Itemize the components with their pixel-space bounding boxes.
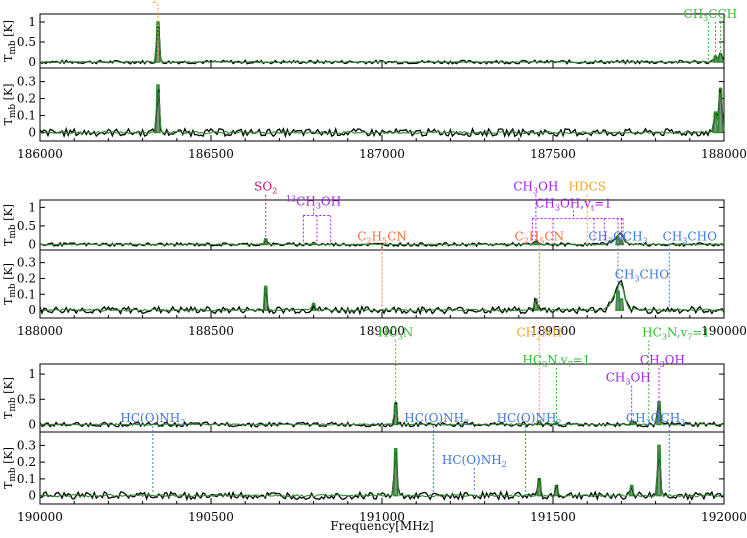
species-label: CH3OH <box>606 371 651 387</box>
species-label: HC(O)NH2 <box>442 453 507 469</box>
species-label: HC3N,v7=1 <box>642 325 710 341</box>
species-label: HC(O)NH2 <box>497 411 562 427</box>
x-tick-label: 188000 <box>701 147 747 161</box>
y-tick-label: 0.3 <box>17 438 36 452</box>
observed-spectrum <box>39 89 725 139</box>
y-tick-label: 1 <box>28 367 36 381</box>
x-tick-label: 191000 <box>359 510 405 524</box>
species-label: C2H5CN <box>357 230 407 246</box>
species-label: HC(O)NH2 <box>404 411 469 427</box>
y-tick-label: 0 <box>28 489 36 503</box>
model-spectrum <box>39 28 725 64</box>
species-label: C2H5CN <box>515 230 565 246</box>
y-tick-label: 0 <box>28 237 36 251</box>
x-tick-label: 189000 <box>359 324 405 338</box>
y-tick-label: 0.3 <box>17 75 36 89</box>
x-tick-label: 190500 <box>188 510 234 524</box>
species-label: CH3OCH3 <box>626 411 685 427</box>
x-tick-label: 191500 <box>530 510 576 524</box>
x-axis-label: Frequency[MHz] <box>330 519 433 533</box>
y-axis-label: Tmb [K] <box>2 447 18 489</box>
x-tick-label: 190000 <box>17 510 63 524</box>
x-tick-label: 189500 <box>530 324 576 338</box>
y-axis-label: Tmb [K] <box>2 263 18 305</box>
y-tick-label: 0.5 <box>17 392 36 406</box>
model-spectrum <box>39 450 725 498</box>
model-spectrum <box>39 282 725 312</box>
y-tick-label: 1 <box>28 15 36 29</box>
species-label: 13CH3OH <box>286 195 341 211</box>
species-label: HC3N <box>378 325 413 341</box>
y-tick-label: 0.5 <box>17 219 36 233</box>
species-label: CH3OH <box>640 353 685 369</box>
y-axis-label: Tmb [K] <box>2 204 18 246</box>
species-label: CH3OH <box>513 180 558 196</box>
model-spectrum <box>39 91 725 135</box>
species-label: N2H+ <box>142 0 175 5</box>
species-label: HC3N,v7=1 <box>522 353 590 369</box>
x-tick-label: 188500 <box>188 324 234 338</box>
y-tick-label: 0.1 <box>17 109 36 123</box>
x-tick-label: 192000 <box>701 510 747 524</box>
y-axis-label: Tmb [K] <box>2 84 18 126</box>
x-tick-label: 186000 <box>17 147 63 161</box>
y-tick-label: 1 <box>28 200 36 214</box>
x-tick-label: 190000 <box>701 324 747 338</box>
line-peak <box>618 298 625 311</box>
species-label: CH3CCH <box>684 7 738 23</box>
species-label: CH3OH,vt=1 <box>535 196 612 212</box>
species-label: CH3OCH3 <box>588 230 647 246</box>
y-tick-label: 0.2 <box>17 271 36 285</box>
y-tick-label: 0.5 <box>17 35 36 49</box>
y-tick-label: 0.3 <box>17 256 36 270</box>
observed-spectrum <box>39 26 725 65</box>
observed-spectrum <box>39 451 725 502</box>
species-label: CH3CHO <box>663 230 717 246</box>
x-tick-label: 188000 <box>17 324 63 338</box>
y-axis-label: Tmb [K] <box>2 20 18 62</box>
species-label: HC(O)NH2 <box>120 411 185 427</box>
species-label: CH3CHO <box>615 267 669 283</box>
y-axis-label: Tmb [K] <box>2 377 18 419</box>
y-tick-label: 0 <box>28 126 36 140</box>
y-tick-label: 0 <box>28 303 36 317</box>
y-tick-label: 0 <box>28 417 36 431</box>
y-tick-label: 0.2 <box>17 455 36 469</box>
x-tick-label: 187000 <box>359 147 405 161</box>
x-tick-label: 187500 <box>530 147 576 161</box>
y-tick-label: 0.1 <box>17 287 36 301</box>
species-label: SO2 <box>254 180 277 196</box>
species-label: CH2NH <box>516 325 562 341</box>
model-spectrum <box>40 403 725 426</box>
y-tick-label: 0.2 <box>17 92 36 106</box>
x-tick-label: 186500 <box>188 147 234 161</box>
y-tick-label: 0 <box>28 55 36 69</box>
y-tick-label: 0.1 <box>17 472 36 486</box>
species-label: HDCS <box>568 180 606 194</box>
